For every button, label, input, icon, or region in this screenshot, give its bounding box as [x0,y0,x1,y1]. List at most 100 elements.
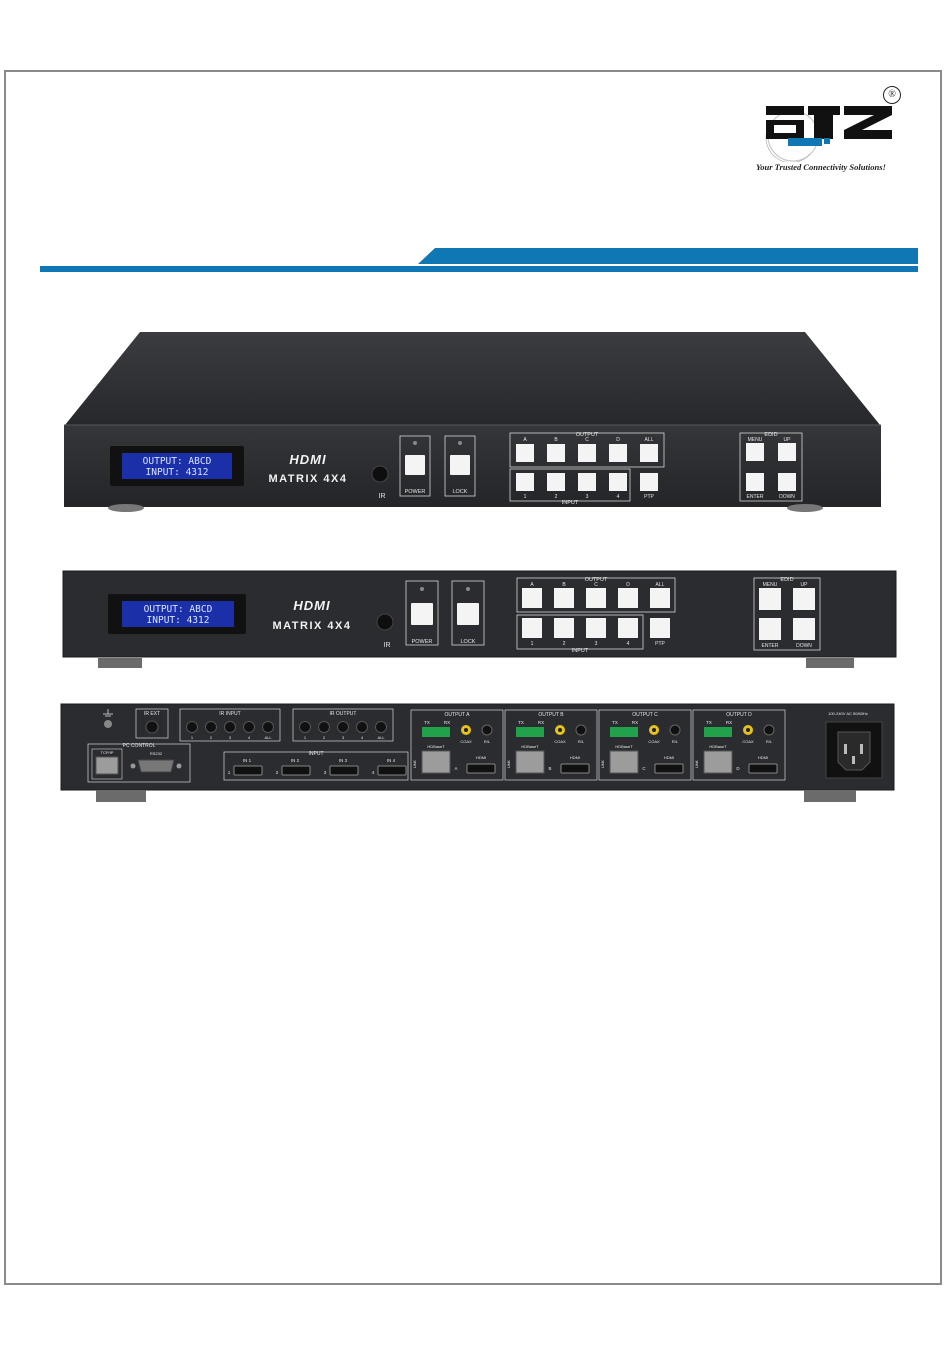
output-c-button[interactable] [586,588,606,608]
lcd-line-1: OUTPUT: ABCD [144,604,213,615]
output-d-button[interactable] [618,588,638,608]
hdbaset-rj45-port[interactable] [421,750,451,774]
ir-terminal-block[interactable] [516,727,544,737]
input-3-label: 3 [586,494,589,500]
edid-up-button[interactable] [778,443,796,461]
hdmi-input-port[interactable] [329,765,359,776]
input-1-button[interactable] [522,618,542,638]
ir-label: IR [384,642,391,649]
edid-up-button[interactable] [793,588,815,610]
edid-down-label: DOWN [796,643,812,649]
rl-audio-jack[interactable] [763,724,775,736]
ir-input-port-label: 4 [248,735,251,740]
output-b-label: B [554,437,558,443]
input-4-button[interactable] [609,473,627,491]
ir-output-jack[interactable] [337,721,349,733]
output-a-button[interactable] [522,588,542,608]
input-group-frame [509,468,631,502]
rl-label: R/L [578,739,585,744]
output-c-label: C [594,582,598,588]
ir-output-jack[interactable] [356,721,368,733]
ir-ext-jack[interactable] [145,720,159,734]
output-b-button[interactable] [547,444,565,462]
hdmi-output-port[interactable] [748,763,778,774]
ir-sensor-icon [371,465,389,483]
input-4-label: 4 [627,641,630,647]
rl-label: R/L [672,739,679,744]
ir-output-jack[interactable] [318,721,330,733]
chassis-top [65,332,880,425]
lock-button[interactable] [450,455,470,475]
rl-audio-jack[interactable] [575,724,587,736]
foot [98,658,142,668]
lock-button[interactable] [457,603,479,625]
edid-menu-label: MENU [748,437,763,443]
tx-label: TX [612,720,618,725]
input-2-button[interactable] [547,473,565,491]
ir-output-jack[interactable] [375,721,387,733]
input-group-label: INPUT [572,648,589,654]
output-all-button[interactable] [640,444,658,462]
input-2-button[interactable] [554,618,574,638]
edid-down-button[interactable] [778,473,796,491]
hdbaset-rj45-port[interactable] [609,750,639,774]
power-button[interactable] [405,455,425,475]
ir-input-jack[interactable] [205,721,217,733]
ir-output-frame [292,708,394,742]
device-front-perspective: OUTPUT: ABCD INPUT: 4312 HDMI MATRIX 4X4… [64,332,881,512]
output-c-block: OUTPUT C TX RX COAX R/L HDBaseT LINK C H… [598,709,692,781]
output-a-button[interactable] [516,444,534,462]
ir-terminal-block[interactable] [704,727,732,737]
tx-label: TX [518,720,524,725]
rs232-port[interactable] [137,759,175,773]
hdbaset-rj45-port[interactable] [515,750,545,774]
hdmi-output-port[interactable] [654,763,684,774]
ir-input-jack[interactable] [186,721,198,733]
input-1-button[interactable] [516,473,534,491]
input-1-label: 1 [531,641,534,647]
input-3-button[interactable] [586,618,606,638]
ir-input-jack[interactable] [224,721,236,733]
ir-input-frame [179,708,281,742]
output-d-button[interactable] [609,444,627,462]
hdmi-output-port[interactable] [466,763,496,774]
output-group-label: OUTPUT [576,432,599,438]
hdmi-output-port[interactable] [560,763,590,774]
ir-output-port-label: 2 [323,735,326,740]
ir-terminal-block[interactable] [422,727,450,737]
output-title: OUTPUT D [726,712,752,718]
rl-audio-jack[interactable] [481,724,493,736]
input-4-button[interactable] [618,618,638,638]
hdmi-input-port[interactable] [233,765,263,776]
ptp-button[interactable] [650,618,670,638]
edid-menu-button[interactable] [746,443,764,461]
output-letter: B [548,766,551,771]
output-letter: A [454,766,457,771]
output-b-button[interactable] [554,588,574,608]
rl-audio-jack[interactable] [669,724,681,736]
hdmi-input-label: IN 2 [291,758,300,763]
lock-led-icon [458,441,462,445]
input-3-button[interactable] [578,473,596,491]
hdmi-input-port[interactable] [281,765,311,776]
output-c-button[interactable] [578,444,596,462]
ir-input-jack[interactable] [243,721,255,733]
edid-enter-button[interactable] [759,618,781,640]
hdbaset-rj45-port[interactable] [703,750,733,774]
ir-output-jack[interactable] [299,721,311,733]
ir-output-port-label: ALL [377,735,385,740]
power-button[interactable] [411,603,433,625]
hdmi-input-port[interactable] [377,765,407,776]
input-group-label: INPUT [562,500,579,506]
ir-terminal-block[interactable] [610,727,638,737]
edid-enter-button[interactable] [746,473,764,491]
tcpip-rj45-port[interactable] [95,756,119,775]
edid-enter-label: ENTER [747,494,764,500]
ptp-button[interactable] [640,473,658,491]
output-all-button[interactable] [650,588,670,608]
output-letter: C [642,766,646,771]
ir-input-jack[interactable] [262,721,274,733]
edid-menu-button[interactable] [759,588,781,610]
edid-down-button[interactable] [793,618,815,640]
pc-control-frame [87,743,191,783]
